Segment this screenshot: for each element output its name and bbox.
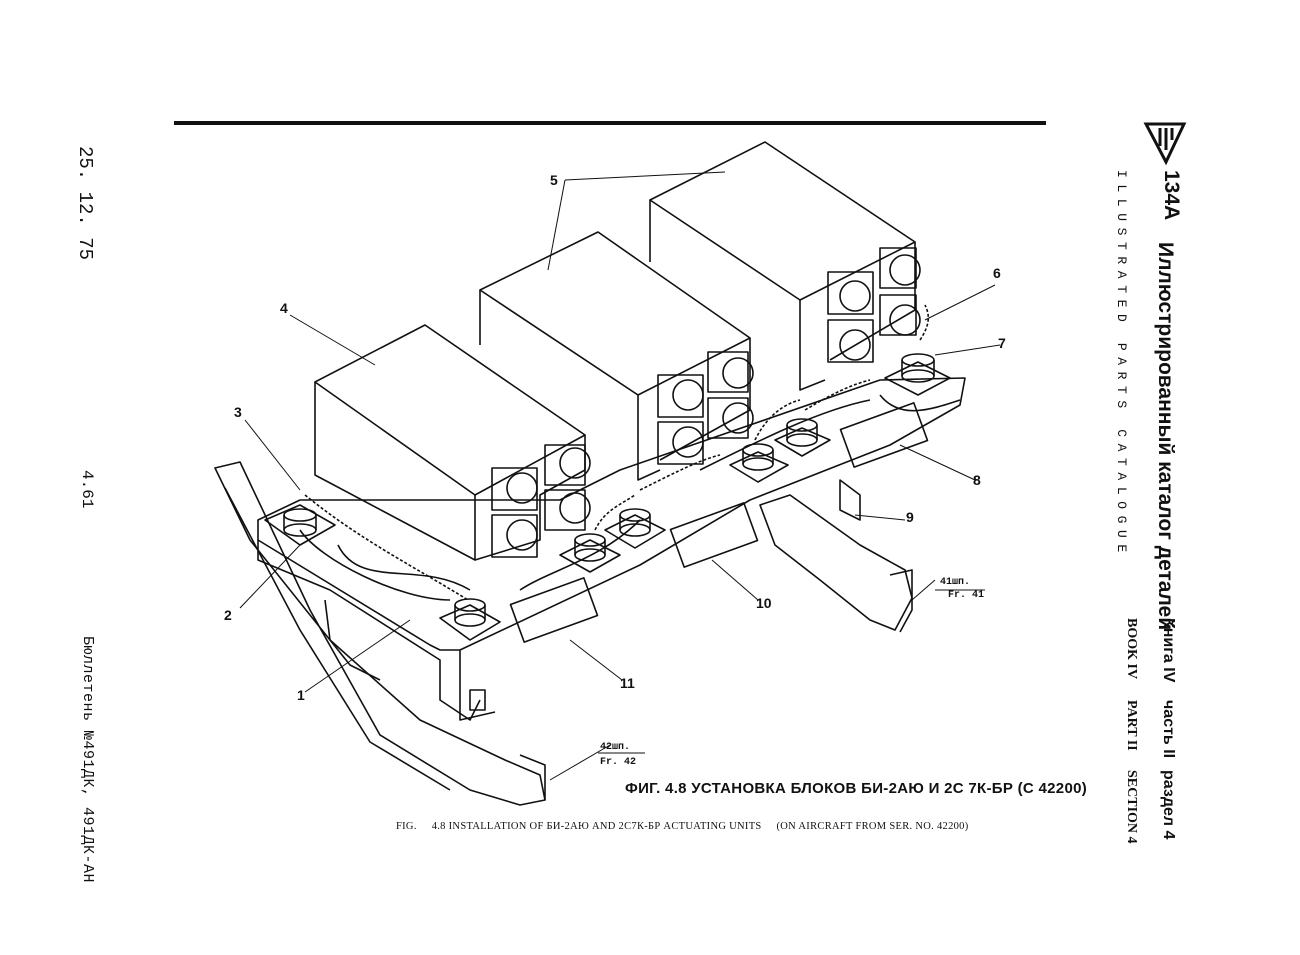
callout-5: 5: [550, 172, 558, 188]
book-label-ru: Книга IV: [1160, 618, 1177, 683]
catalog-title-ru: Иллюстрированный каталог деталей: [1154, 242, 1177, 631]
bonding-straps: [304, 304, 930, 601]
top-rule: [174, 121, 1046, 125]
unit-4: [314, 324, 591, 561]
caption-title: 4.8 INSTALLATION OF БИ-2АЮ AND 2С7К-БР A…: [431, 821, 762, 832]
callout-1: 1: [297, 687, 305, 703]
callout-10: 10: [756, 595, 772, 611]
book-label-en: BOOK IV: [1124, 618, 1139, 680]
part-label-ru: часть II: [1160, 700, 1177, 759]
figure-caption-ru: ФИГ. 4.8 УСТАНОВКА БЛОКОВ БИ-2АЮ И 2С 7К…: [625, 780, 1088, 797]
callout-9: 9: [906, 509, 914, 525]
nameplate-10: [669, 502, 759, 568]
installation-drawing: 4 5 6 7 8 9 10 11 3 2 1 41шп. Fr. 41 42ш…: [214, 141, 1006, 806]
frame-41-ru: 41шп.: [940, 577, 970, 588]
callout-11: 11: [620, 675, 635, 691]
page-number: 4.61: [78, 470, 96, 509]
callout-7: 7: [998, 335, 1006, 351]
frame-42-ru: 42шп.: [600, 742, 630, 753]
callout-6: 6: [993, 265, 1001, 281]
manufacturer-logo: [1143, 122, 1187, 166]
shock-mounts: [264, 353, 951, 641]
mounting-frame: [257, 377, 966, 721]
section-label-ru: раздел 4: [1160, 770, 1177, 840]
callout-3: 3: [234, 404, 242, 420]
unit-5-right: [649, 141, 921, 391]
issue-date: 25. 12. 75: [74, 146, 96, 261]
bulletin-reference: Бюллетень №491ДК, 491ДК-АН: [79, 636, 96, 884]
aircraft-model: 134A: [1160, 170, 1183, 221]
caption-fig-label: FIG.: [396, 821, 417, 832]
unit-5-middle: [479, 231, 754, 481]
caption-applicability: (ON AIRCRAFT FROM SER. NO. 42200): [776, 821, 969, 832]
callout-8: 8: [973, 472, 981, 488]
leader-lines: [239, 171, 1001, 781]
right-skid-rail: [759, 494, 913, 633]
figure-caption-en: FIG. 4.8 INSTALLATION OF БИ-2АЮ AND 2С7К…: [396, 821, 981, 832]
frame-41-en: Fr. 41: [948, 590, 984, 601]
nameplate-11: [509, 577, 599, 643]
part-label-en: PART II: [1124, 700, 1139, 751]
nameplate-8: [839, 402, 929, 468]
section-label-en: SECTION 4: [1124, 770, 1139, 844]
frame-42-en: Fr. 42: [600, 757, 636, 768]
callout-4: 4: [280, 300, 288, 316]
callout-2: 2: [224, 607, 232, 623]
